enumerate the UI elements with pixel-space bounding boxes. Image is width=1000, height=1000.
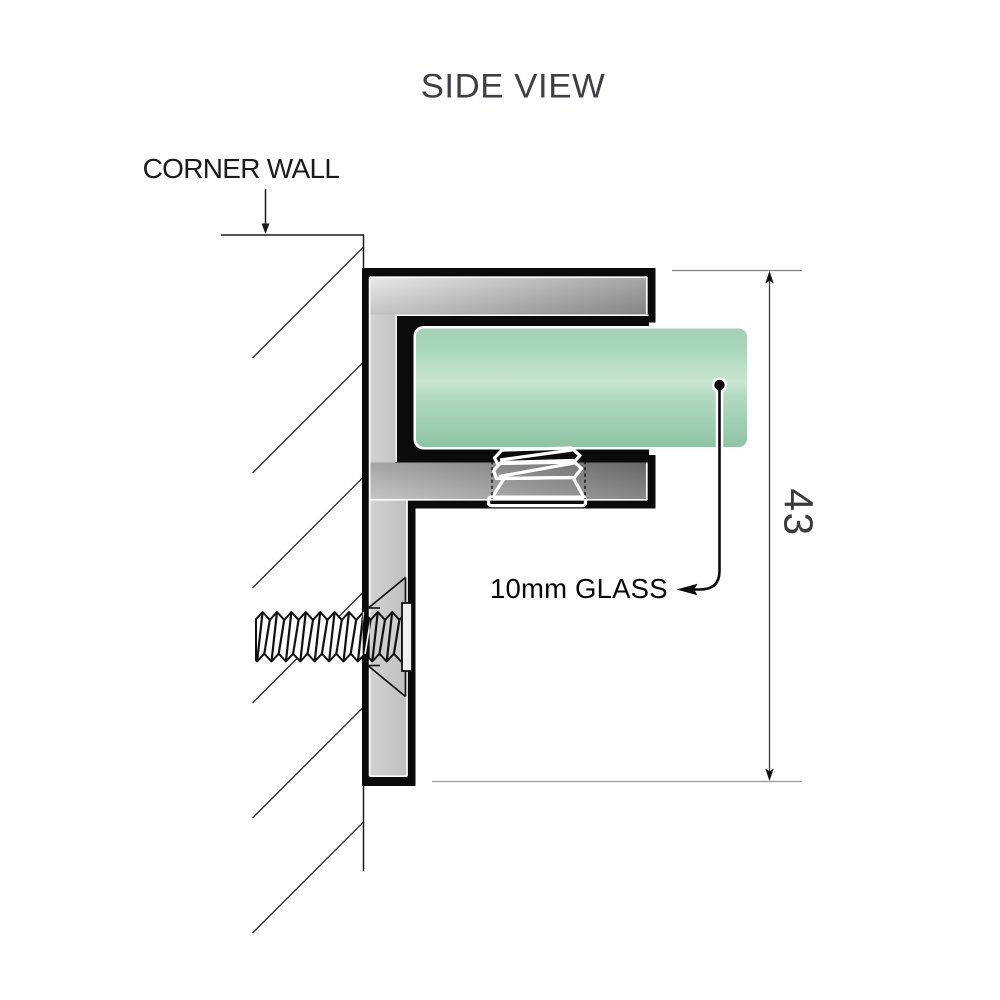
- svg-text:10mm GLASS: 10mm GLASS: [490, 573, 668, 604]
- svg-text:CORNER WALL: CORNER WALL: [143, 153, 340, 184]
- svg-text:43: 43: [776, 489, 822, 537]
- svg-text:SIDE VIEW: SIDE VIEW: [421, 68, 606, 106]
